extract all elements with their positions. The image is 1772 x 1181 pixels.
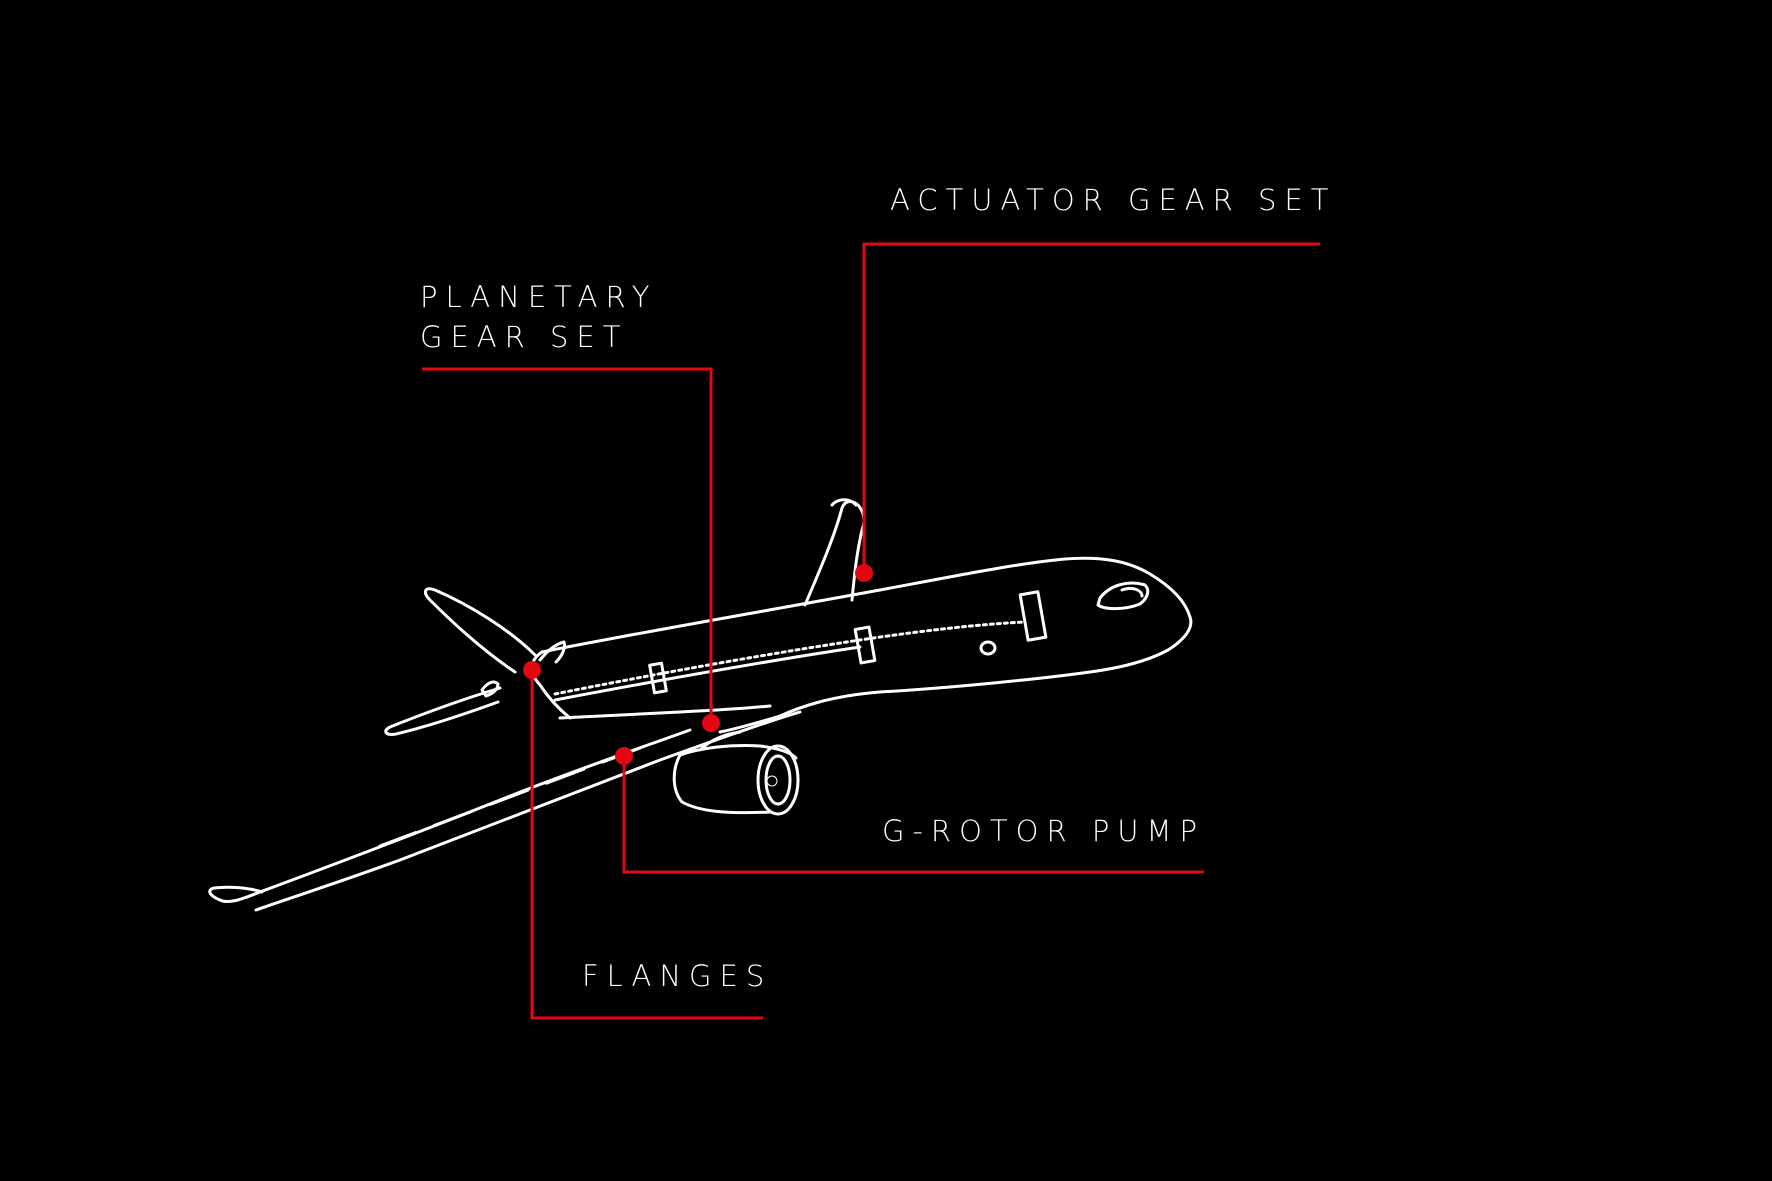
- callout-leaders: [422, 242, 1320, 1020]
- engine-pylon: [698, 730, 742, 752]
- label-planetary-line1: PLANETARY: [420, 280, 658, 314]
- vertical-stabilizer: [803, 500, 866, 607]
- cockpit-window: [1096, 581, 1150, 611]
- horizontal-stabilizer-left: [423, 587, 537, 674]
- label-planetary-gear-set: PLANETARY GEAR SET: [420, 277, 657, 357]
- window-line-base: [553, 645, 862, 702]
- tail-cone-outline: [530, 650, 572, 720]
- tail-fin-small: [538, 640, 566, 664]
- airplane-illustration: [208, 498, 1193, 912]
- tail-flap: [480, 680, 500, 698]
- leader-actuator: [862, 242, 1320, 573]
- door-front: [1018, 590, 1048, 642]
- leader-grotor: [622, 756, 1204, 874]
- window-line: [553, 620, 1027, 696]
- label-planetary-line2: GEAR SET: [420, 320, 629, 354]
- nose-outline: [778, 615, 1193, 718]
- wing-flap-line: [378, 746, 642, 848]
- engine-spinner: [766, 775, 778, 787]
- fuselage-bottom-outline: [718, 714, 782, 734]
- marker-grotor: [615, 747, 633, 765]
- cockpit-window-inner: [1120, 586, 1144, 598]
- label-grotor-text: G-ROTOR PUMP: [882, 814, 1206, 848]
- engine-inlet-inner: [764, 754, 792, 806]
- leader-flanges: [530, 670, 763, 1020]
- label-flanges-text: FLANGES: [582, 959, 773, 993]
- horizontal-stabilizer-right: [384, 686, 502, 736]
- marker-flanges: [523, 661, 541, 679]
- label-flanges: FLANGES: [582, 956, 772, 996]
- wing-tip: [208, 885, 264, 902]
- wing-root-fairing: [558, 704, 772, 720]
- fuselage-top-outline: [540, 556, 1192, 654]
- engine-body: [672, 753, 772, 815]
- fuselage-hatch: [979, 640, 997, 656]
- vertical-stabilizer-tip: [830, 498, 858, 507]
- label-g-rotor-pump: G-ROTOR PUMP: [882, 811, 1205, 851]
- door-rear: [648, 661, 668, 695]
- leader-planetary: [422, 367, 713, 723]
- door-mid: [853, 625, 877, 665]
- callout-markers: [523, 564, 873, 765]
- engine-inlet: [756, 744, 800, 816]
- engine-nacelle: [678, 743, 798, 760]
- marker-actuator: [855, 564, 873, 582]
- label-actuator-text: ACTUATOR GEAR SET: [890, 183, 1337, 217]
- label-actuator-gear-set: ACTUATOR GEAR SET: [890, 180, 1336, 220]
- marker-planetary: [702, 714, 720, 732]
